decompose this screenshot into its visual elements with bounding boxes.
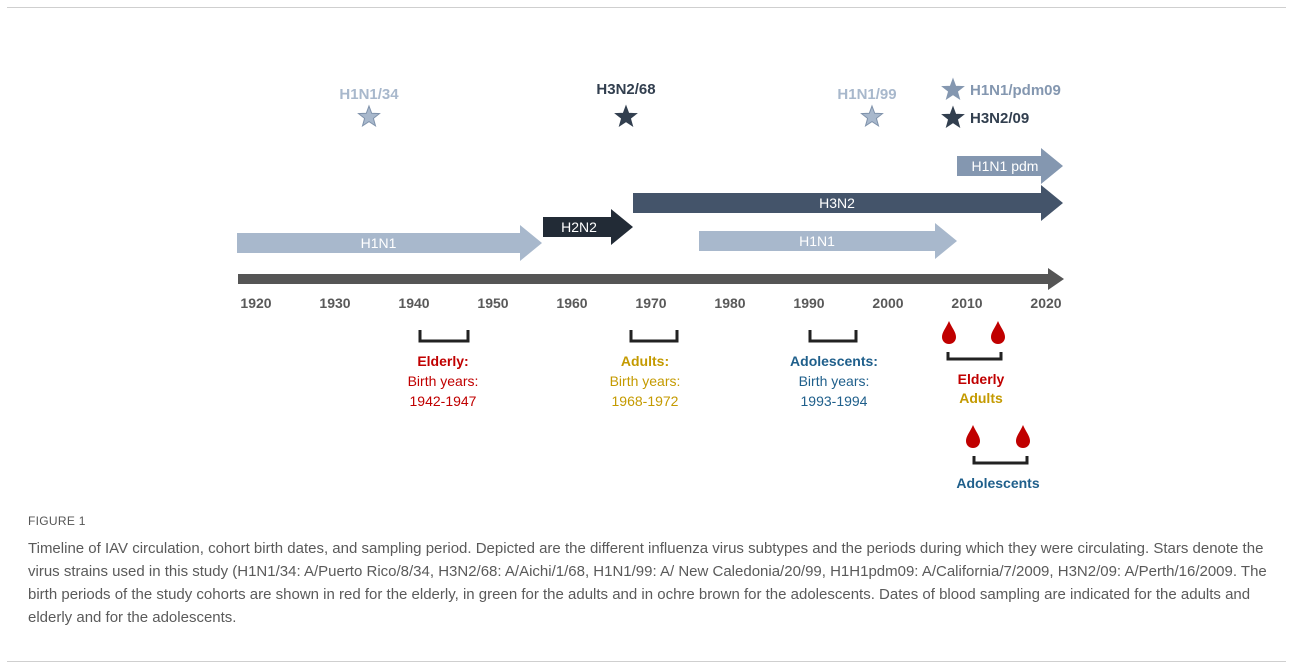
axis-year-label: 1960 (556, 295, 587, 311)
star-icon (941, 77, 965, 101)
subtype-arrow (633, 185, 1063, 221)
cohort-bracket (808, 330, 858, 343)
axis-year-label: 2020 (1030, 295, 1061, 311)
subtype-label: H1N1 (799, 233, 835, 249)
strain-label: H3N2/68 (596, 81, 655, 98)
axis-year-label: 1920 (240, 295, 271, 311)
subtype-label: H2N2 (561, 219, 597, 235)
strain-label: H1N1/pdm09 (970, 82, 1061, 99)
axis-year-label: 1970 (635, 295, 666, 311)
strain-label: H1N1/99 (837, 86, 896, 103)
star-icon (941, 105, 965, 129)
sampling-bracket (946, 352, 1003, 361)
star-icon (357, 104, 381, 128)
strain-label: H3N2/09 (970, 110, 1029, 127)
cohort-text: 1942-1947 (410, 393, 477, 409)
cohort-text: Birth years: (408, 373, 479, 389)
axis-year-label: 2000 (872, 295, 903, 311)
cohort-text: 1993-1994 (801, 393, 868, 409)
sampling-label-adolescents: Adolescents (956, 475, 1039, 491)
cohort-text: Adults: (621, 353, 669, 369)
sampling-label-adults: Adults (959, 390, 1003, 406)
sampling-period-adults-elderly: Elderly Adults (942, 321, 1005, 406)
axis-year-label: 1980 (714, 295, 745, 311)
subtype-label: H1N1 (361, 235, 397, 251)
cohort-text: Birth years: (799, 373, 870, 389)
axis-year-label: 1990 (793, 295, 824, 311)
axis-year-label: 1950 (477, 295, 508, 311)
subtype-label: H1N1 pdm (972, 158, 1039, 174)
axis-year-label: 2010 (951, 295, 982, 311)
star-icon (614, 104, 638, 128)
sampling-period-adolescents: Adolescents (956, 425, 1040, 491)
star-icon (860, 104, 884, 128)
blood-drop-icon (966, 425, 980, 448)
axis-year-label: 1930 (319, 295, 350, 311)
subtype-arrow (237, 225, 542, 261)
subtype-arrow (957, 148, 1063, 184)
cohort-bracket (629, 330, 679, 343)
sampling-label-elderly: Elderly (958, 371, 1005, 387)
axis-year-labels: 1920 1930 1940 1950 1960 1970 1980 1990 2000 2010… (240, 295, 1061, 311)
cohort-bracket (418, 330, 470, 343)
axis-year-label: 1940 (398, 295, 429, 311)
subtype-arrow (543, 209, 633, 245)
strain-label: H1N1/34 (339, 86, 399, 103)
axis-arrow (238, 268, 1064, 290)
cohort-text: Adolescents: (790, 353, 878, 369)
blood-drop-icon (1016, 425, 1030, 448)
sampling-bracket (972, 456, 1029, 465)
figure-label: FIGURE 1 (28, 514, 86, 528)
cohort-text: Birth years: (610, 373, 681, 389)
figure-frame (7, 7, 1286, 662)
timeline-axis: 1920 1930 1940 1950 1960 1970 1980 1990 2000 2010… (238, 268, 1064, 311)
blood-drop-icon (942, 321, 956, 344)
cohort-text: 1968-1972 (612, 393, 679, 409)
subtype-label: H3N2 (819, 195, 855, 211)
subtype-arrow (699, 223, 957, 259)
blood-drop-icon (991, 321, 1005, 344)
cohort-birth-periods: Elderly: Birth years: 1942-1947 Adults: Birt… (408, 330, 878, 409)
cohort-text: Elderly: (417, 353, 468, 369)
figure-caption: Timeline of IAV circulation, cohort birt… (28, 540, 1267, 626)
